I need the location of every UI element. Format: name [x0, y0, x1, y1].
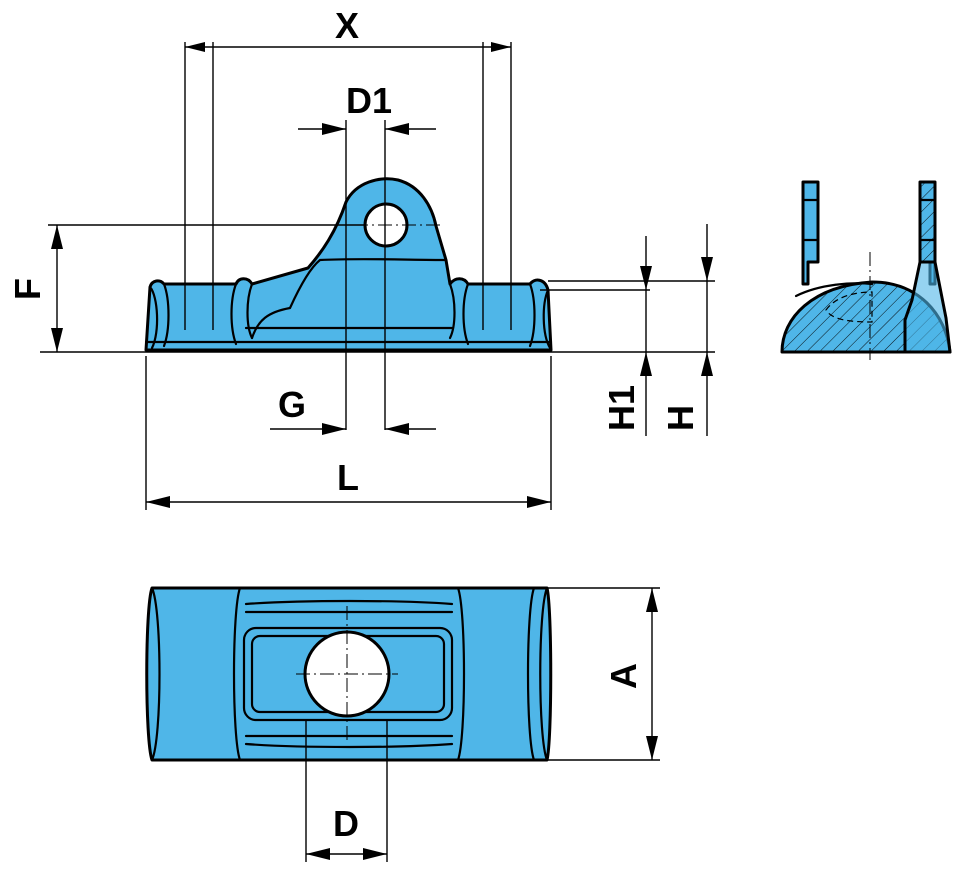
dim-label-g: G: [278, 384, 306, 425]
front-view-body: [144, 177, 553, 352]
dim-label-a: A: [603, 663, 644, 689]
dim-label-d: D: [333, 803, 359, 844]
dim-label-l: L: [337, 457, 359, 498]
top-view: [145, 586, 553, 762]
side-view: [780, 180, 952, 360]
dim-label-x: X: [335, 5, 359, 46]
dim-label-f: F: [7, 278, 48, 300]
front-view: [144, 177, 553, 352]
dimension-lines: [40, 42, 715, 862]
dim-label-d1: D1: [346, 80, 392, 121]
dim-label-h1: H1: [601, 385, 642, 431]
dim-label-h: H: [660, 405, 701, 431]
